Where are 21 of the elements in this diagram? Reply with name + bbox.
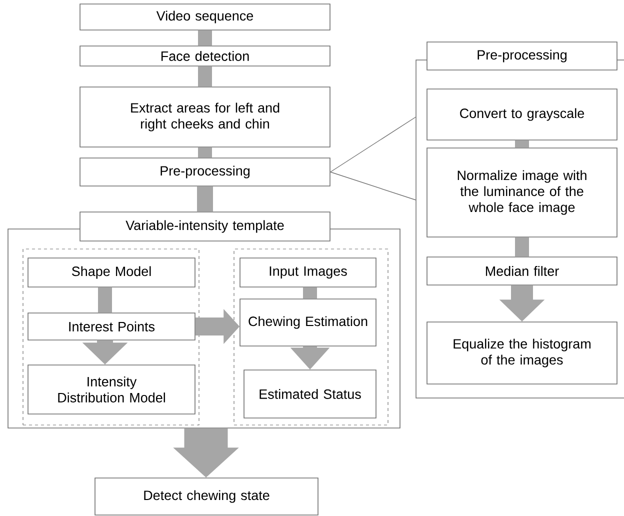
- process-box: Video sequence: [80, 4, 330, 30]
- process-box: Interest Points: [28, 312, 196, 340]
- process-box: Detect chewing state: [94, 478, 318, 516]
- process-box: Median filter: [426, 256, 618, 286]
- process-box: Variable-intensity template: [80, 212, 330, 242]
- process-box: Normalize image with the luminance of the whole face image: [426, 148, 618, 238]
- process-box: Estimated Status: [244, 370, 376, 418]
- process-box: Pre-processing: [426, 42, 618, 70]
- dashed-group-frame: [22, 248, 200, 426]
- leader-line: [330, 172, 416, 200]
- process-box: Face detection: [80, 46, 330, 66]
- process-box: Extract areas for left and right cheeks and chin: [80, 86, 330, 148]
- process-box: Convert to grayscale: [426, 88, 618, 140]
- process-box: Input Images: [240, 258, 376, 288]
- process-box: Shape Model: [28, 258, 196, 288]
- process-box: Intensity Distribution Model: [28, 364, 196, 414]
- dashed-group-frame: [234, 248, 388, 426]
- process-box: Chewing Estimation: [240, 298, 376, 346]
- process-box: Pre-processing: [80, 158, 330, 186]
- process-box: Equalize the histogram of the images: [426, 322, 618, 384]
- leader-line: [330, 116, 416, 172]
